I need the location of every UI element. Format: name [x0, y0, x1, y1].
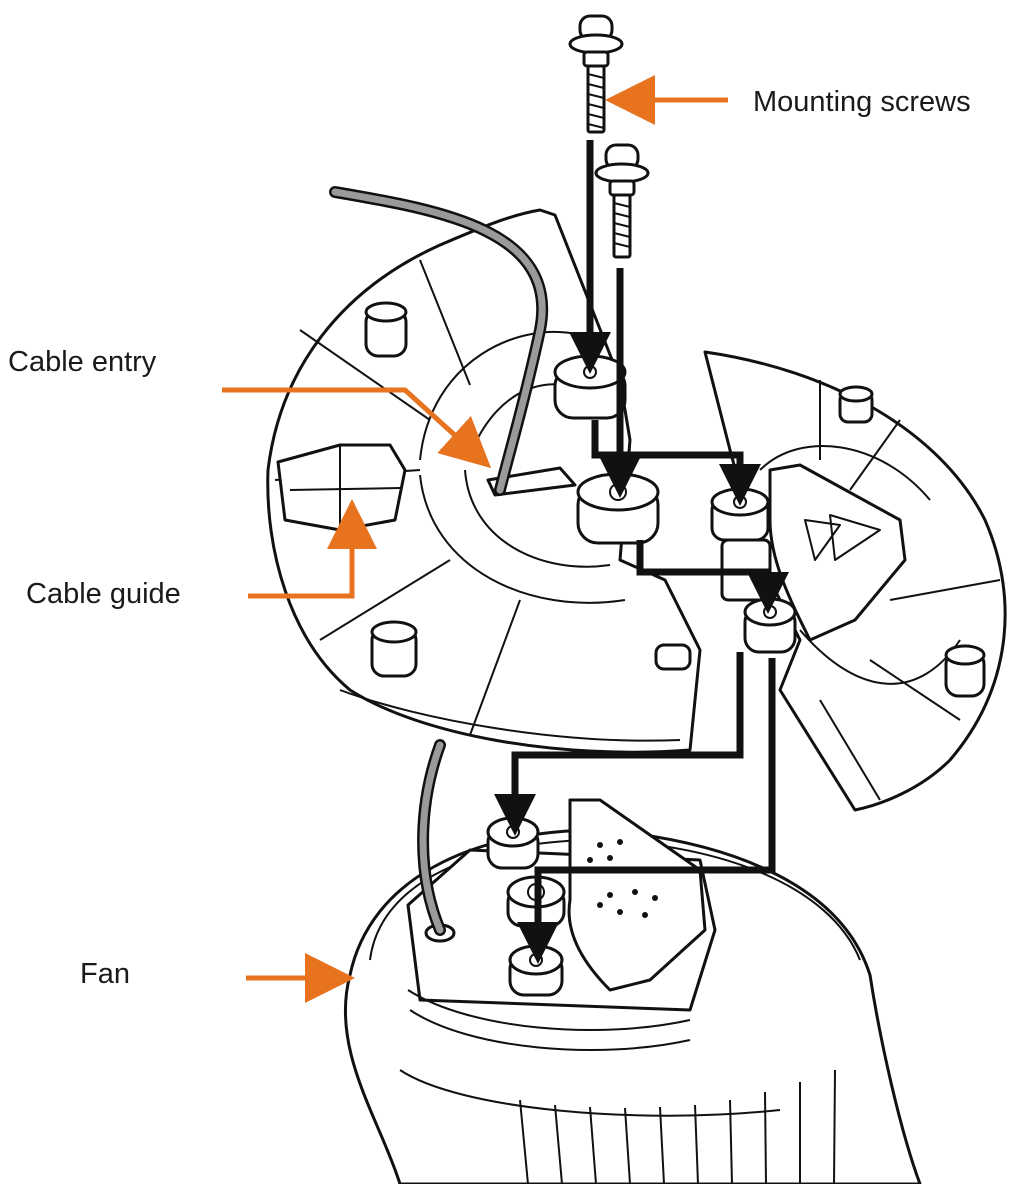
label-cable-guide: Cable guide — [26, 578, 181, 610]
centre-boss — [576, 472, 660, 545]
right-shell-half — [703, 350, 1007, 812]
fan-ribs — [519, 1069, 836, 1184]
cable-entry-slot — [486, 466, 577, 497]
fan-stud-top — [486, 816, 540, 870]
label-fan: Fan — [80, 958, 130, 990]
left-shell-screw-boss — [553, 354, 627, 420]
assembly-guide-arrows — [494, 140, 789, 964]
mounting-screw-right — [594, 143, 650, 259]
label-cable-entry: Cable entry — [8, 346, 157, 378]
left-shell-post-top — [364, 301, 408, 358]
cable-guide-block — [276, 443, 407, 532]
mounting-screw-left — [568, 14, 624, 134]
bracket-holes — [587, 839, 658, 918]
right-shell-boss-lower — [743, 597, 797, 654]
cable — [329, 186, 549, 936]
right-shell-post-bottom — [944, 644, 986, 698]
left-shell-post-bottom — [370, 620, 418, 678]
right-shell-boss-upper — [710, 487, 770, 542]
fan-body — [343, 798, 922, 1184]
arrow-cable-entry — [222, 387, 492, 469]
arrow-cable-guide — [248, 499, 377, 599]
callout-arrows — [222, 75, 728, 1003]
right-shell-post-top — [838, 385, 874, 424]
fan-stud-bottom — [508, 944, 564, 997]
label-mounting-screws: Mounting screws — [753, 86, 971, 118]
